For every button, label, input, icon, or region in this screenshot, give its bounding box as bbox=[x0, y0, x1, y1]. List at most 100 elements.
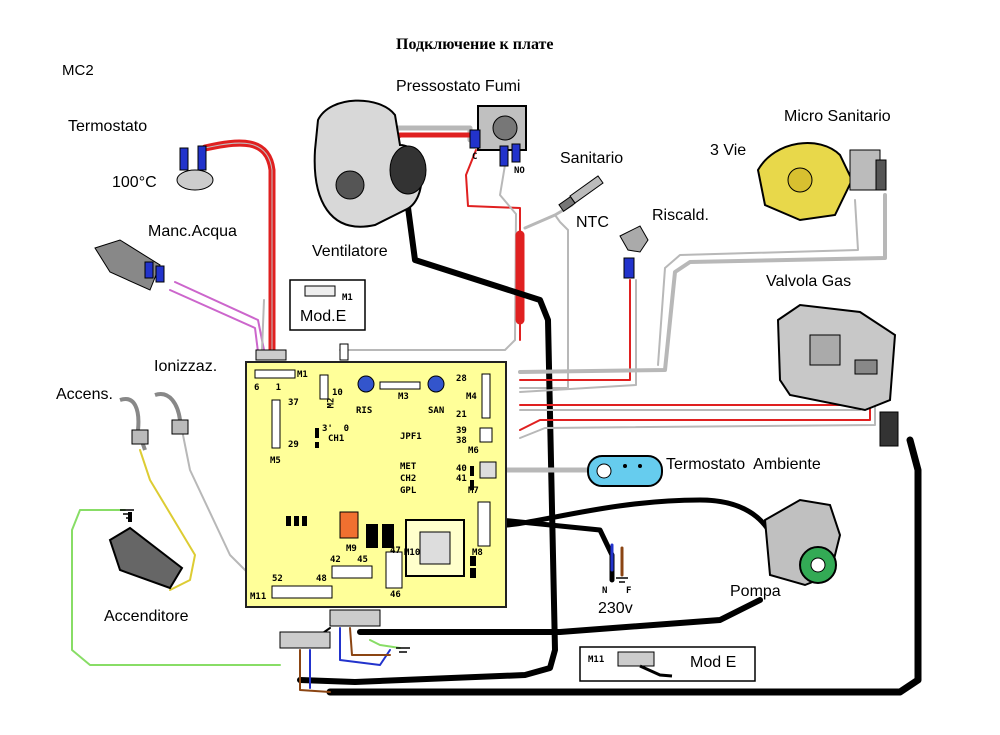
relay bbox=[339, 511, 359, 539]
ventilatore-label: Ventilatore bbox=[312, 243, 388, 260]
fan-cable bbox=[297, 182, 558, 685]
mod-e-bottom-box bbox=[579, 646, 756, 682]
fan bbox=[313, 99, 427, 228]
connector-m4 bbox=[481, 373, 491, 419]
board-ch1-pins: 3' 0 bbox=[322, 424, 350, 434]
board-m6-bot: 38 bbox=[456, 436, 467, 446]
ionizzaz-label: Ionizzaz. bbox=[154, 358, 218, 375]
board-ch2: CH2 bbox=[400, 474, 417, 484]
ris-potentiometer bbox=[357, 375, 375, 393]
board-m1-pins: 6 1 bbox=[254, 383, 282, 393]
board-m7: M7 bbox=[468, 486, 479, 496]
board-m5-top: 37 bbox=[288, 398, 299, 408]
mod-e-box bbox=[289, 279, 366, 331]
diverter-valve bbox=[756, 142, 887, 222]
board-ch1: CH1 bbox=[328, 434, 345, 444]
pump-cable bbox=[487, 497, 778, 543]
board-m2-pins: 10 bbox=[332, 388, 343, 398]
ground-wire bbox=[71, 509, 281, 666]
board-m7-bot: 41 bbox=[456, 474, 467, 484]
m11-bottom-label: M11 bbox=[588, 655, 605, 665]
phase-label: F bbox=[626, 586, 632, 596]
tre-vie-label: 3 Vie bbox=[710, 142, 747, 159]
board-top-connector bbox=[255, 349, 287, 361]
board-m11-left: 52 bbox=[272, 574, 283, 584]
ignition-wire bbox=[139, 449, 196, 591]
termostato-ambiente-label: Termostato Ambiente bbox=[666, 456, 821, 473]
board-m4: M4 bbox=[466, 392, 477, 402]
m1-top-label: M1 bbox=[342, 293, 353, 303]
board-m3: M3 bbox=[398, 392, 409, 402]
control-board bbox=[245, 343, 507, 608]
ionization-electrode bbox=[154, 392, 189, 435]
connector-m1 bbox=[254, 369, 296, 379]
gas-valve bbox=[776, 303, 899, 447]
bottom-connector-left bbox=[279, 631, 331, 649]
room-thermostat bbox=[587, 455, 663, 487]
circulation-pump bbox=[763, 498, 842, 587]
board-m6: M6 bbox=[468, 446, 479, 456]
board-met: MET bbox=[400, 462, 417, 472]
board-m8: M8 bbox=[472, 548, 483, 558]
igniter bbox=[108, 512, 184, 590]
board-san: SAN bbox=[428, 406, 445, 416]
pompa-label: Pompa bbox=[730, 583, 781, 600]
connector-m11 bbox=[271, 585, 333, 599]
mod-e-bottom-label: Mod E bbox=[690, 654, 737, 671]
riscald-label: Riscald. bbox=[652, 207, 709, 224]
board-m6-top: 39 bbox=[456, 426, 467, 436]
connector-m8 bbox=[477, 501, 491, 547]
water-sensor-wire bbox=[174, 281, 265, 351]
bottom-connector-right bbox=[329, 609, 381, 627]
board-m10-top: 47 bbox=[390, 546, 401, 556]
board-gpl: GPL bbox=[400, 486, 417, 496]
water-pressure-switch bbox=[94, 239, 165, 291]
board-m10-bot: 46 bbox=[390, 590, 401, 600]
ntc-label: NTC bbox=[576, 214, 609, 231]
mod-e-top-label: Mod.E bbox=[300, 308, 347, 325]
board-ris: RIS bbox=[356, 406, 373, 416]
ignition-electrode bbox=[119, 397, 149, 451]
overheat-thermostat bbox=[176, 145, 214, 191]
board-m1: M1 bbox=[297, 370, 308, 380]
board-m7-top: 40 bbox=[456, 464, 467, 474]
wires bbox=[71, 125, 922, 696]
ntc-wire bbox=[519, 279, 631, 381]
pressostato-label: Pressostato Fumi bbox=[396, 78, 521, 95]
heating-ntc-probe bbox=[619, 225, 649, 279]
ground-symbol bbox=[120, 509, 628, 653]
connector-m10 bbox=[385, 551, 403, 589]
connector-m9 bbox=[331, 565, 373, 579]
neutral-label: N bbox=[602, 586, 608, 596]
micro-sanitario-label: Micro Sanitario bbox=[784, 108, 891, 125]
valvola-gas-label: Valvola Gas bbox=[766, 273, 852, 290]
board-m9-pins: 42 45 bbox=[330, 555, 368, 565]
ionization-wire bbox=[181, 429, 251, 576]
diagram-title: Подключение к плате bbox=[396, 36, 554, 53]
board-m11: M11 bbox=[250, 592, 267, 602]
board-m9: M9 bbox=[346, 544, 357, 554]
san-potentiometer bbox=[427, 375, 445, 393]
board-m11-right: 48 bbox=[316, 574, 327, 584]
press-no-label: NO bbox=[514, 166, 525, 176]
board-jpf1: JPF1 bbox=[400, 432, 422, 442]
supply-230-label: 230v bbox=[598, 600, 633, 617]
connector-m3 bbox=[379, 381, 421, 390]
flue-pressure-switch bbox=[469, 105, 527, 167]
thermostat-wire bbox=[201, 139, 276, 354]
connector-m6 bbox=[479, 427, 493, 443]
board-m10: M10 bbox=[404, 548, 421, 558]
board-m5: M5 bbox=[270, 456, 281, 466]
connector-m5 bbox=[271, 399, 281, 449]
manc-acqua-label: Manc.Acqua bbox=[148, 223, 237, 240]
accens-label: Accens. bbox=[56, 386, 113, 403]
sanitario-label: Sanitario bbox=[560, 150, 624, 167]
connector-m7 bbox=[479, 461, 497, 479]
board-m4-bot: 21 bbox=[456, 410, 467, 420]
board-m5-bot: 29 bbox=[288, 440, 299, 450]
connector-m2 bbox=[319, 374, 329, 400]
temp-100-label: 100°C bbox=[112, 174, 157, 191]
dhw-ntc-probe bbox=[558, 175, 604, 212]
accenditore-label: Accenditore bbox=[104, 608, 189, 625]
